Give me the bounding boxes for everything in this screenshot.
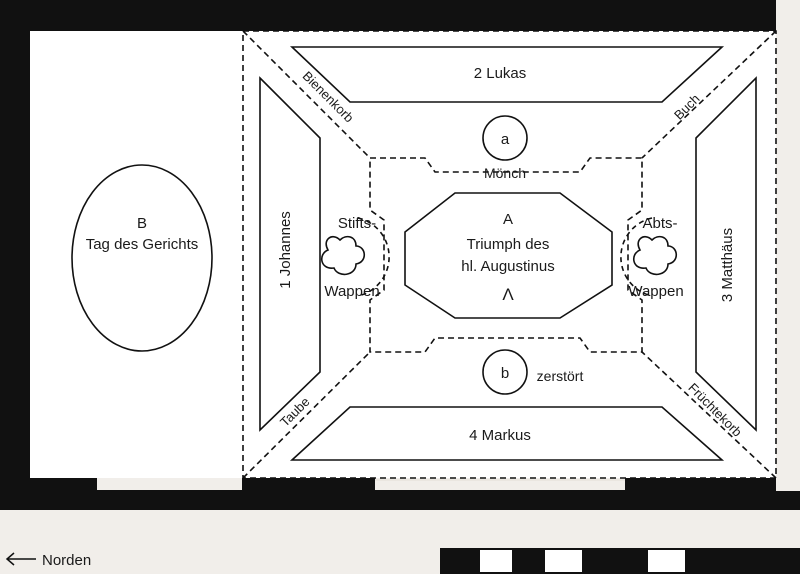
- panel-A-line1: Triumph des: [467, 236, 550, 253]
- north-legend: Norden: [5, 552, 91, 569]
- abts-wappen-bracket: [620, 217, 653, 297]
- panel-A-letter: A: [503, 211, 513, 228]
- panel-markus: [289, 406, 725, 461]
- stifts-wappen-line1: Stifts-: [338, 215, 376, 232]
- abts-wappen-line1: Abts-: [642, 215, 677, 232]
- panel-B-letter: B: [137, 215, 147, 232]
- panel-lukas: [289, 46, 725, 103]
- medallion-b-letter: b: [501, 365, 509, 382]
- panel-matthaeus-label: 3 Matthäus: [719, 228, 736, 302]
- stifts-wappen-line2: Wappen: [324, 283, 379, 300]
- north-arrowhead-icon: [5, 552, 15, 566]
- panel-johannes-label: 1 Johannes: [277, 211, 294, 289]
- abts-wappen-line2: Wappen: [628, 283, 683, 300]
- medallion-a: [482, 115, 528, 161]
- panel-A-line2: hl. Augustinus: [461, 258, 554, 275]
- stifts-wappen-bracket: [357, 217, 390, 297]
- abts-wappen: Abts- Wappen: [620, 215, 684, 300]
- medallion-a-letter: a: [501, 131, 510, 148]
- outer-wall: [0, 0, 776, 510]
- medallion-b-caption: zerstört: [537, 368, 584, 384]
- medallion-b: [482, 349, 528, 395]
- panel-A-symbol: Λ: [502, 285, 514, 304]
- north-label: Norden: [42, 552, 91, 569]
- panel-johannes: [259, 76, 321, 432]
- panel-lukas-label: 2 Lukas: [474, 65, 527, 82]
- abts-wappen-shield-icon: [633, 235, 678, 276]
- panel-markus-label: 4 Markus: [469, 427, 531, 444]
- panel-B-line1: Tag des Gerichts: [86, 236, 199, 253]
- bottom-wall: [0, 31, 800, 510]
- panel-A: [404, 192, 613, 319]
- panel-matthaeus: [695, 76, 757, 432]
- stifts-wappen: Stifts- Wappen: [321, 215, 390, 300]
- panel-B: [71, 164, 213, 352]
- stifts-wappen-shield-icon: [321, 235, 366, 276]
- scale-bar: [440, 548, 800, 574]
- medallion-a-caption: Mönch: [484, 165, 526, 181]
- corner-diagonals: [242, 30, 777, 479]
- inner-dashed-field: [369, 157, 643, 353]
